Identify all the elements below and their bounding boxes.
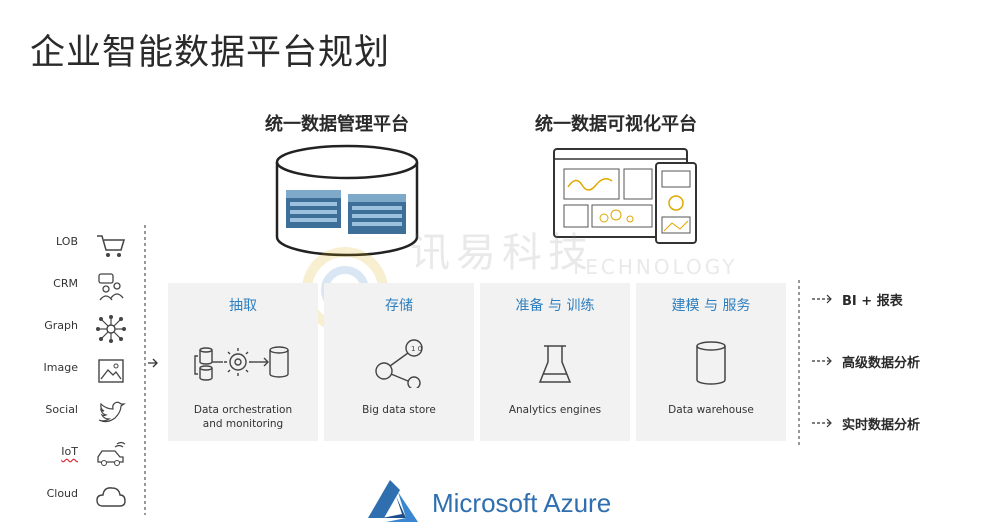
source-label: Image: [43, 361, 78, 374]
source-item-crm: CRM: [0, 268, 140, 304]
stage-title: 建模 与 服务: [671, 298, 751, 314]
output-item-bi-report: BI + 报表: [812, 290, 992, 312]
brand-name: Microsoft Azure: [432, 488, 612, 518]
shopping-cart-icon: [97, 235, 126, 257]
dashed-arrow-icon: [812, 294, 832, 304]
stage-caption-line: and monitoring: [202, 418, 284, 430]
data-store-nodes-icon: 1 0: [375, 339, 423, 388]
stage-caption-line: Data orchestration: [193, 404, 293, 416]
source-item-iot: IoT: [0, 436, 140, 472]
svg-text:1 0: 1 0: [411, 345, 422, 353]
source-item-graph: Graph: [0, 310, 140, 346]
source-label: Cloud: [46, 487, 78, 500]
flask-icon: [538, 345, 572, 383]
stage-panel-prepare-train: 准备 与 训练 Analytics engines: [480, 283, 630, 441]
source-item-social: Social: [0, 394, 140, 430]
cloud-icon: [96, 487, 126, 507]
output-item-realtime-analytics: 实时数据分析: [812, 414, 992, 436]
source-label: LOB: [56, 235, 78, 248]
stage-caption-line: Big data store: [362, 404, 436, 416]
database-servers-illustration: [275, 144, 419, 257]
source-item-lob: LOB: [0, 226, 140, 262]
dashed-arrow-icon: [812, 418, 832, 428]
watermark-english-text: TECHNOLOGY: [570, 255, 738, 279]
stage-panel-store: 存储 1 0 Big data store: [324, 283, 474, 441]
dashed-arrow-icon: [812, 356, 832, 366]
source-item-cloud: Cloud: [0, 478, 140, 514]
stage-title: 存储: [385, 298, 413, 314]
people-chat-icon: [98, 273, 124, 301]
stage-caption: Data warehouse: [636, 403, 786, 417]
source-label: Social: [45, 403, 78, 416]
stage-caption: Analytics engines: [480, 403, 630, 417]
azure-logo-icon: [368, 480, 418, 522]
stage-caption: Big data store: [324, 403, 474, 417]
source-label: CRM: [53, 277, 78, 290]
stage-caption: Data orchestration and monitoring: [168, 403, 318, 431]
stage-caption-line: Analytics engines: [508, 404, 602, 416]
data-management-platform-title: 统一数据管理平台: [265, 114, 409, 135]
stage-panel-extract: 抽取 Data orchestration and monitoring: [168, 283, 318, 441]
data-sources-list: LOB CRM Graph Image: [0, 220, 150, 520]
output-label: 实时数据分析: [842, 418, 921, 433]
stage-title: 抽取: [229, 298, 257, 314]
sources-bracket: [144, 225, 146, 515]
stage-panel-model-serve: 建模 与 服务 Data warehouse: [636, 283, 786, 441]
output-label: 高级数据分析: [842, 356, 921, 371]
output-item-advanced-analytics: 高级数据分析: [812, 352, 992, 374]
stage-title: 准备 与 训练: [515, 298, 595, 314]
outputs-bracket: [798, 280, 800, 445]
source-item-image: Image: [0, 352, 140, 388]
connected-car-icon: [97, 441, 126, 466]
cylinder-icon: [696, 341, 726, 385]
source-label: IoT: [61, 445, 78, 458]
picture-icon: [98, 359, 124, 383]
stage-caption-line: Data warehouse: [668, 404, 754, 416]
microsoft-azure-logo: Microsoft Azure: [362, 478, 642, 526]
page-title: 企业智能数据平台规划: [30, 33, 391, 73]
twitter-bird-icon: [98, 401, 126, 423]
data-visualization-platform-title: 统一数据可视化平台: [535, 114, 697, 135]
orchestration-icon: [194, 346, 289, 381]
sources-arrow-icon: [148, 358, 158, 368]
source-label: Graph: [44, 319, 78, 332]
output-label: BI + 报表: [842, 294, 903, 309]
network-graph-icon: [96, 315, 126, 343]
dashboard-illustration: [553, 148, 697, 244]
